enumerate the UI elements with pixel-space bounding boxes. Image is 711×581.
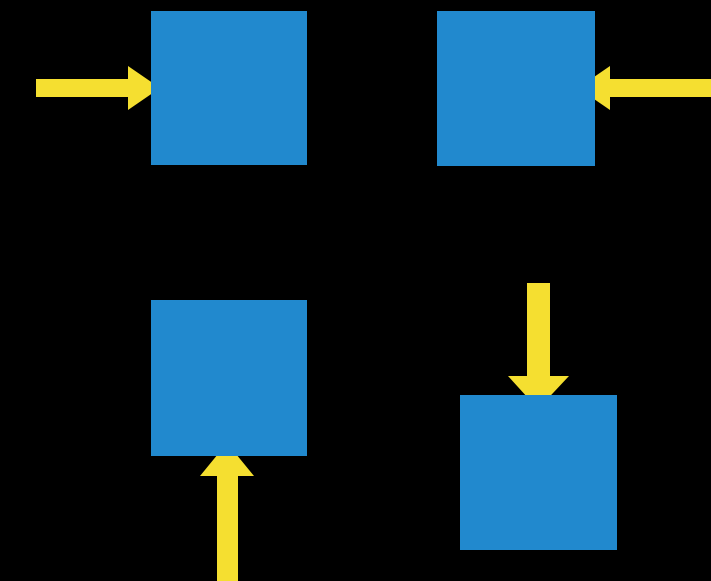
diagram-node-1[interactable] [151,11,307,165]
arrow-down-into-node-4 [508,283,569,409]
diagram-node-4[interactable] [460,395,617,550]
arrow-up-into-node-3 [200,443,254,581]
arrow-left-into-node-2 [578,60,711,116]
diagram-node-2[interactable] [437,11,595,166]
diagram-node-3[interactable] [151,300,307,456]
arrow-right-into-node-1 [36,60,160,116]
